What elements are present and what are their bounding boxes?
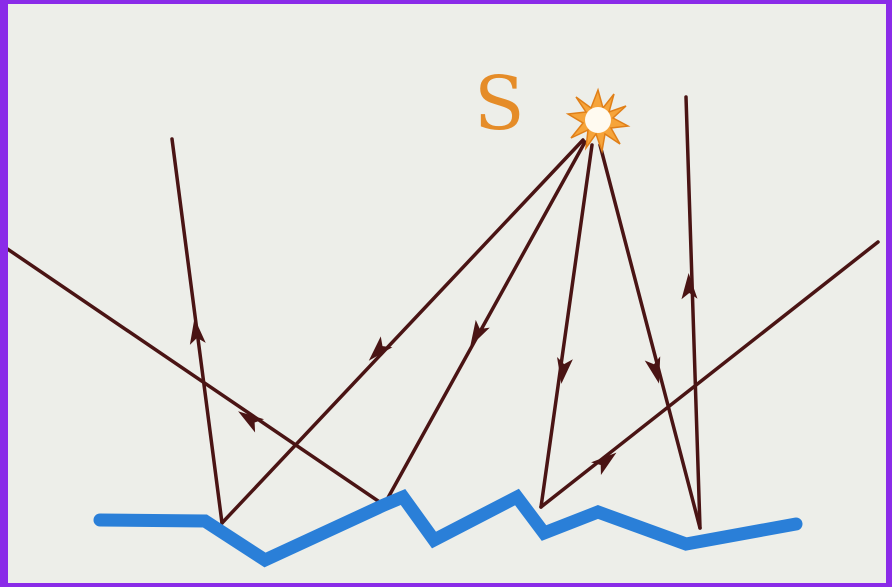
light-source: S xyxy=(474,61,628,151)
arrowhead-icon xyxy=(363,336,392,366)
diagram-panel: S xyxy=(8,4,886,583)
incident-ray-2 xyxy=(384,142,585,505)
light-rays xyxy=(8,97,878,528)
incident-ray-1 xyxy=(222,140,583,523)
incident-ray-4 xyxy=(600,145,700,528)
arrowhead-icon xyxy=(591,446,621,475)
source-label: S xyxy=(474,61,525,147)
sun-burst-icon xyxy=(568,90,628,151)
reflected-ray-2 xyxy=(8,248,384,505)
arrowhead-icon xyxy=(234,405,264,433)
diffuse-reflection-diagram: S xyxy=(8,4,886,583)
arrowhead-icon xyxy=(681,273,698,300)
rough-surface xyxy=(100,497,796,560)
incident-ray-3 xyxy=(541,145,592,507)
reflected-ray-4 xyxy=(686,97,700,528)
reflected-ray-3 xyxy=(541,242,878,507)
